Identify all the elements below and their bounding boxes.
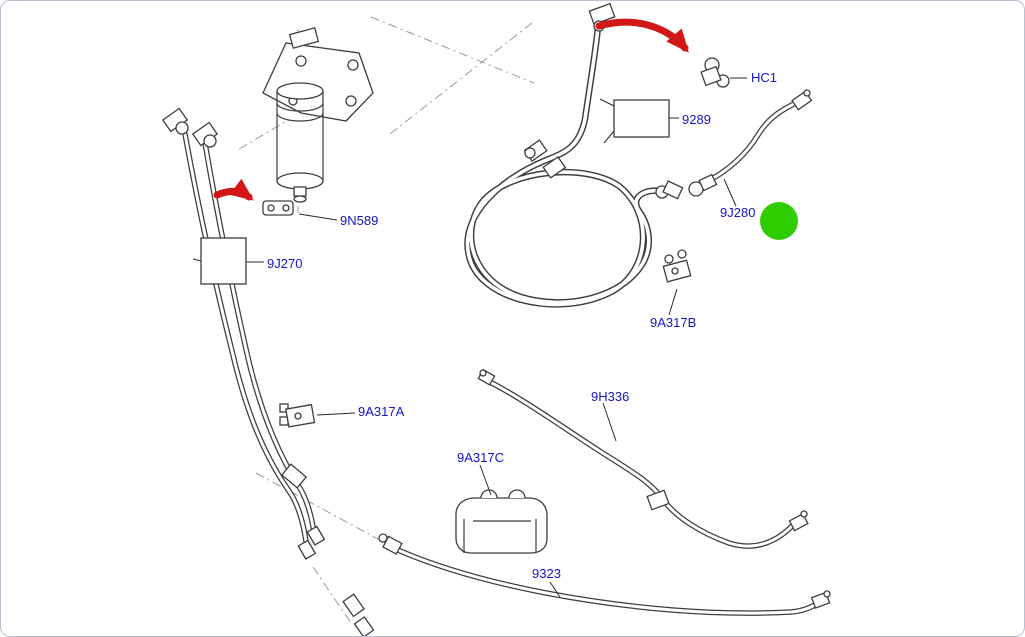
part-label-9a317c[interactable]: 9A317C — [457, 450, 504, 465]
highlight-marker[interactable] — [760, 202, 798, 240]
bracket-9a317c — [455, 489, 548, 554]
clip-hc1 — [700, 57, 730, 88]
callout-box-9289[interactable] — [599, 98, 679, 144]
part-label-9j280[interactable]: 9J280 — [720, 205, 756, 220]
part-label-hc1[interactable]: HC1 — [751, 70, 778, 85]
part-label-9323[interactable]: 9323 — [532, 566, 561, 581]
fuel-tube-9323 — [342, 533, 831, 636]
clip-9a317a — [279, 403, 316, 428]
clip-9a317b — [662, 249, 692, 283]
part-label-9j270[interactable]: 9J270 — [267, 256, 303, 271]
part-label-9a317b[interactable]: 9A317B — [650, 315, 697, 330]
fuel-tube-9j280 — [688, 89, 813, 197]
fuel-tube-9j270 — [161, 107, 326, 560]
clamp-9n589 — [262, 200, 294, 216]
pointer-arrow-9n589 — [213, 178, 254, 201]
fuel-filter-assembly — [262, 27, 374, 203]
leader-lines — [298, 77, 747, 598]
part-label-9h336[interactable]: 9H336 — [591, 389, 630, 404]
callout-box-9j270[interactable] — [192, 237, 264, 285]
part-label-9289[interactable]: 9289 — [682, 112, 711, 127]
part-label-9a317a[interactable]: 9A317A — [358, 404, 405, 419]
hose-9h336 — [477, 368, 809, 546]
pointer-arrow-hc1 — [595, 18, 689, 53]
part-label-9n589[interactable]: 9N589 — [340, 213, 379, 228]
